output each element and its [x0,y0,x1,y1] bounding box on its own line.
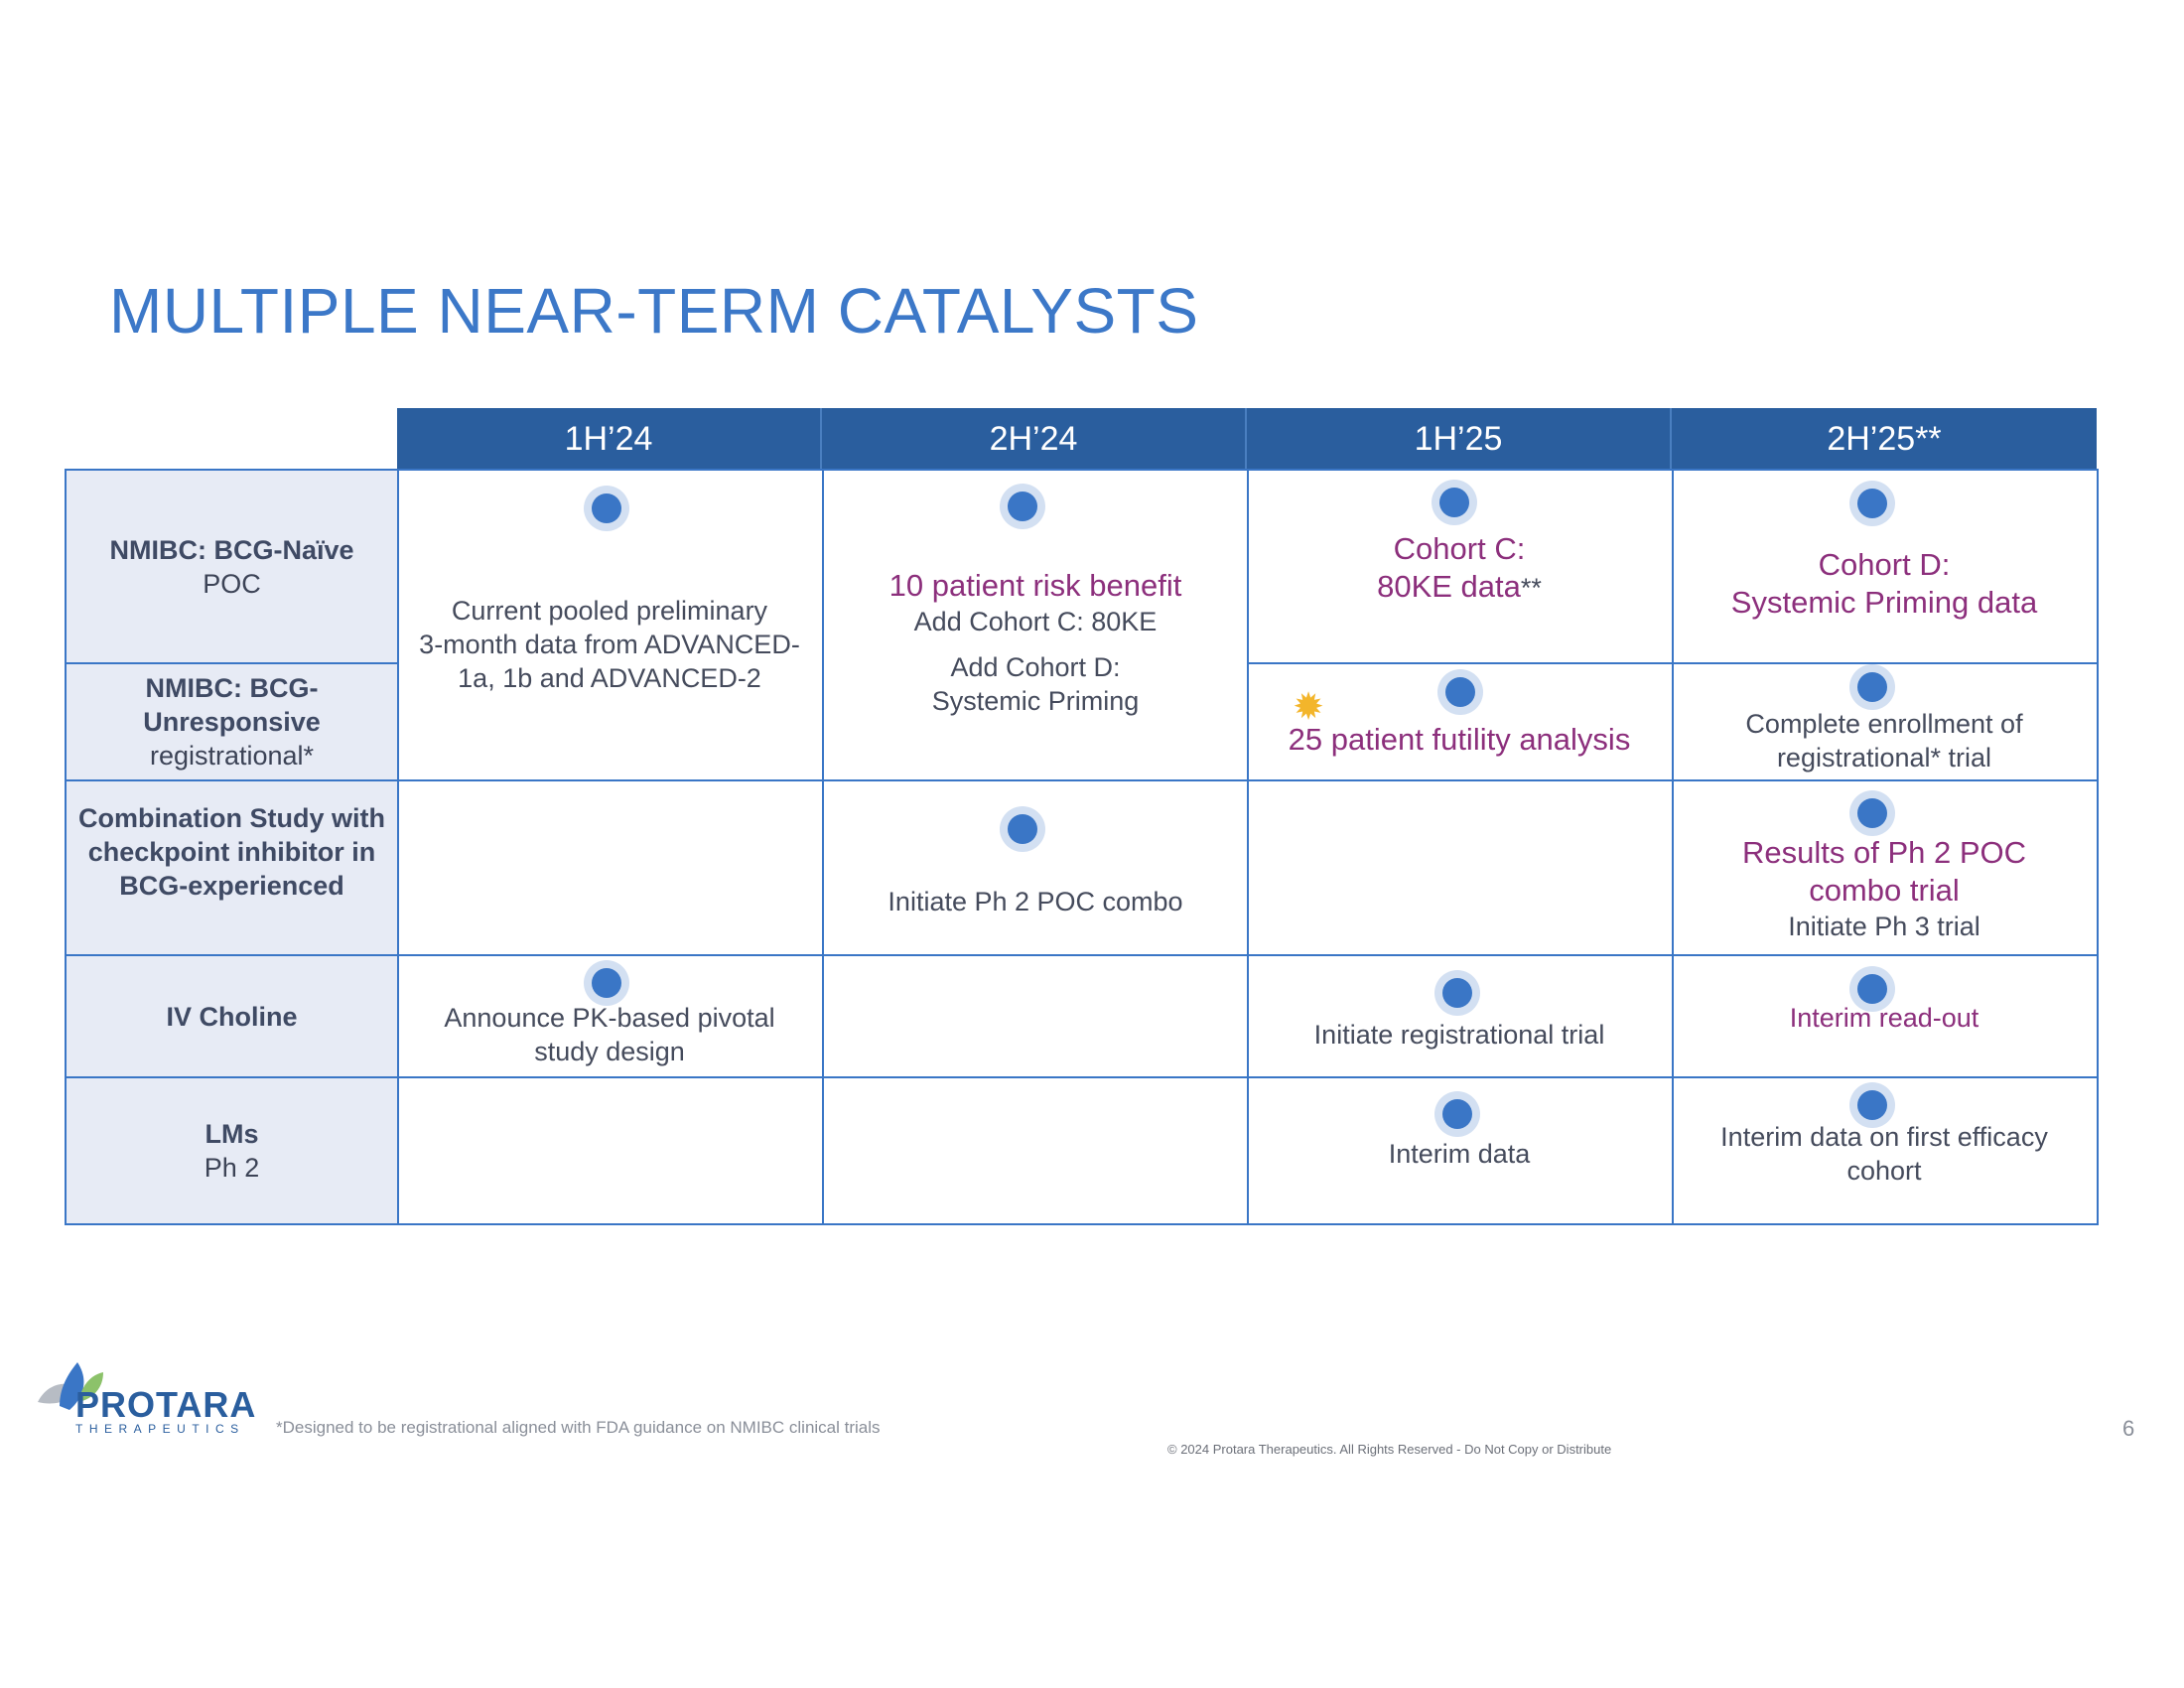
highlight-text: Cohort C: [1393,531,1526,566]
milestone-dot-icon [584,960,629,1006]
row-header-sublabel: Ph 2 [204,1153,260,1183]
column-header-1h25: 1H’25 [1247,408,1672,470]
milestone-dot-icon [1432,480,1477,525]
copyright: © 2024 Protara Therapeutics. All Rights … [1167,1442,1612,1457]
highlight-text: Results of Ph 2 POC [1741,835,2027,870]
cell-text-line: Initiate Ph 2 POC combo [887,887,1183,916]
cell-text-line: study design [534,1037,685,1066]
footnote-marker: ** [1520,573,1542,603]
milestone-dot-icon [1434,1091,1480,1137]
cell-iv-1h25 [1247,954,1674,1078]
registrational-trial-text: Initiate registrational trial [1314,1018,1605,1052]
row-header-combination: Combination Study with checkpoint inhibi… [65,779,399,956]
milestone-dot-icon [1849,1082,1895,1128]
highlight-text: 80KE data [1377,569,1521,604]
column-header-2h24: 2H’24 [822,408,1247,470]
cell-combo-2h24 [822,779,1249,956]
cell-text-line: Announce PK-based pivotal [444,1003,775,1033]
page-number: 6 [2122,1416,2135,1441]
milestone-dot-icon [1434,970,1480,1016]
cell-text-line: Complete enrollment of [1745,709,2023,739]
row-header-label: IV Choline [166,1001,298,1032]
pooled-data-text: Current pooled preliminary 3-month data … [419,594,800,695]
cell-lms-2h24 [822,1076,1249,1225]
row-header-label: LMs [205,1119,259,1149]
cell-text-line: 1a, 1b and ADVANCED-2 [458,663,761,693]
protara-logo-icon [38,1362,103,1410]
cell-text-line: Systemic Priming [931,686,1140,716]
milestone-dot-icon [1849,481,1895,526]
row-header-nmibc-naive: NMIBC: BCG-Naïve POC [65,469,399,664]
highlight-text: 10 patient risk benefit [888,568,1182,603]
futility-analysis-text: 25 patient futility analysis [1289,721,1631,759]
row-header-sublabel: POC [203,568,261,599]
cell-text-line: registrational* trial [1776,743,1992,773]
cell-text-line: Initiate Ph 3 trial [1788,912,1980,941]
row-header-label: Combination Study with [78,803,385,833]
interim-readout-text: Interim read-out [1790,1001,1979,1035]
page-title: MULTIPLE NEAR-TERM CATALYSTS [109,275,1199,347]
interim-efficacy-text: Interim data on first efficacy cohort [1720,1120,2048,1188]
row-header-lms: LMs Ph 2 [65,1076,399,1225]
cell-combo-1h24 [397,779,824,956]
row-header-label: BCG-experienced [119,871,344,901]
combo-results-text: Results of Ph 2 POC combo trial Initiate… [1742,834,2026,943]
row-header-label: checkpoint inhibitor in [87,837,376,867]
milestone-dot-icon [1849,664,1895,710]
logo-wordmark: PROTARA [75,1384,257,1425]
pk-study-text: Announce PK-based pivotal study design [444,1001,774,1068]
highlight-text: Cohort D: [1818,547,1951,582]
highlight-text: 25 patient futility analysis [1288,722,1631,757]
footnote: *Designed to be registrational aligned w… [276,1418,881,1437]
milestone-dot-icon [1437,669,1483,715]
cohort-c-text: Cohort C: 80KE data** [1377,530,1542,606]
cell-text-line: 3-month data from ADVANCED- [419,630,800,659]
cell-text-line: cohort [1846,1156,1922,1186]
milestone-dot-icon [1000,484,1045,529]
highlight-text: Interim read-out [1789,1003,1979,1033]
cell-iv-2h24 [822,954,1249,1078]
cell-text-line: Interim data [1388,1139,1531,1169]
row-header-label: Unresponsive [143,707,321,737]
logo-tagline: THERAPEUTICS [75,1422,245,1436]
column-header-2h25: 2H’25** [1672,408,2097,470]
row-header-iv-choline: IV Choline [65,954,399,1078]
highlight-text: Systemic Priming data [1730,585,2038,620]
row-header-sublabel: registrational* [149,741,315,771]
cell-text-line: Initiate registrational trial [1313,1020,1605,1050]
cell-text-line: Add Cohort C: 80KE [913,607,1158,636]
cell-text-line: Add Cohort D: [950,652,1121,682]
cell-text-line: Current pooled preliminary [451,596,768,626]
row-header-nmibc-unresponsive: NMIBC: BCG- Unresponsive registrational* [65,662,399,781]
highlight-text: combo trial [1809,873,1960,908]
cohort-d-text: Cohort D: Systemic Priming data [1731,546,2037,622]
milestone-dot-icon [1849,966,1895,1012]
row-header-label: NMIBC: BCG-Naïve [109,534,354,565]
combo-initiate-text: Initiate Ph 2 POC combo [887,885,1182,918]
milestone-dot-icon [584,486,629,531]
interim-data-text: Interim data [1389,1137,1531,1171]
column-header-1h24: 1H’24 [397,408,822,470]
enrollment-text: Complete enrollment of registrational* t… [1745,707,2022,774]
cell-combo-1h25 [1247,779,1674,956]
risk-benefit-text: 10 patient risk benefit Add Cohort C: 80… [889,567,1182,718]
milestone-dot-icon [1000,806,1045,852]
starburst-icon: ✹ [1293,686,1324,729]
row-header-label: NMIBC: BCG- [145,673,319,703]
milestone-dot-icon [1849,790,1895,836]
cell-lms-1h24 [397,1076,824,1225]
cell-text-line: Interim data on first efficacy [1720,1122,2048,1152]
